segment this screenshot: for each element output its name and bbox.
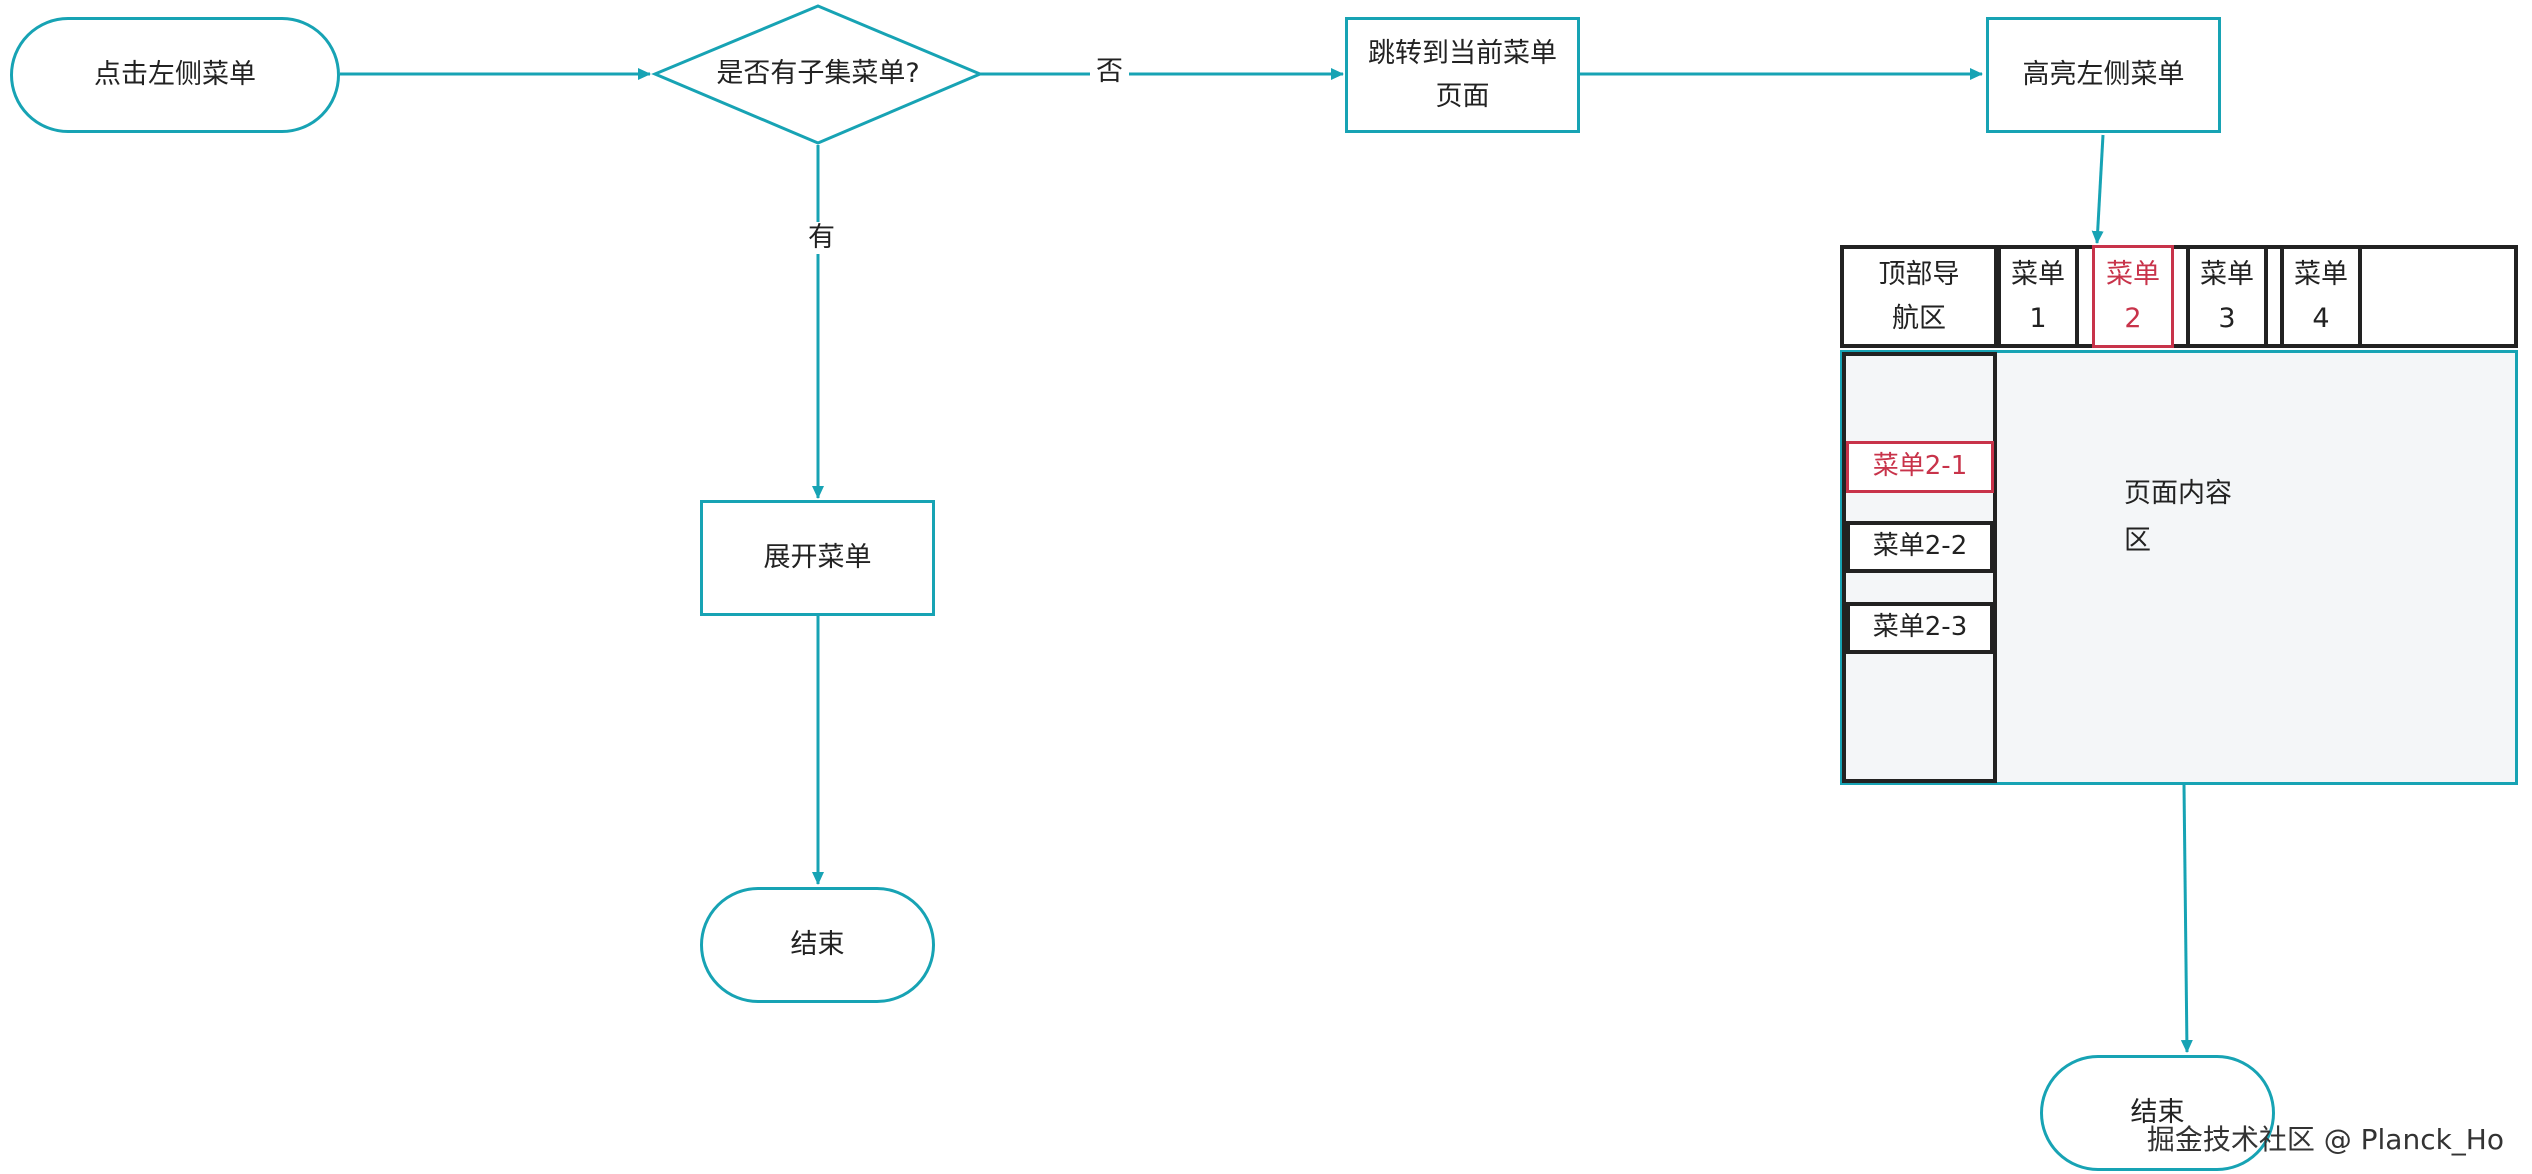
- end-terminal-right: 结束: [2040, 1055, 2275, 1171]
- top-menu-2-label: 菜单2: [2106, 259, 2160, 334]
- end-terminal-left: 结束: [700, 887, 935, 1003]
- top-nav-label: 顶部导航区: [1878, 259, 1960, 334]
- arrow-highlight-to-mock: [2091, 134, 2105, 244]
- edge-label-no: 否: [1090, 56, 1129, 89]
- highlight-label: 高亮左侧菜单: [2022, 59, 2185, 91]
- arrow-mock-to-end: [2180, 784, 2193, 1053]
- jump-page-node: 跳转到当前菜单页面: [1345, 17, 1580, 133]
- end-label-right: 结束: [2130, 1097, 2185, 1129]
- side-item-2-label: 菜单2-2: [1872, 531, 1968, 562]
- side-item-3-label: 菜单2-3: [1872, 612, 1968, 643]
- top-menu-1[interactable]: 菜单1: [1997, 245, 2079, 348]
- jump-page-label: 跳转到当前菜单页面: [1368, 37, 1557, 112]
- highlight-node: 高亮左侧菜单: [1986, 17, 2221, 133]
- start-label: 点击左侧菜单: [94, 59, 256, 91]
- top-nav-area: 顶部导航区: [1840, 245, 1998, 348]
- decision-text: 是否有子集菜单?: [716, 58, 920, 90]
- expand-node: 展开菜单: [700, 500, 935, 616]
- top-menu-4-label: 菜单4: [2294, 259, 2348, 334]
- top-menu-3-label: 菜单3: [2200, 259, 2254, 334]
- side-item-2[interactable]: 菜单2-2: [1846, 521, 1994, 573]
- top-menu-4[interactable]: 菜单4: [2280, 245, 2362, 348]
- edge-label-yes: 有: [802, 222, 841, 255]
- top-menu-2-active[interactable]: 菜单2: [2092, 245, 2174, 348]
- side-item-3[interactable]: 菜单2-3: [1846, 602, 1994, 654]
- decision-diamond: [651, 4, 984, 145]
- content-area-label: 页面内容区: [2124, 470, 2244, 565]
- start-terminal: 点击左侧菜单: [10, 17, 340, 133]
- side-item-1-label: 菜单2-1: [1872, 451, 1968, 482]
- layout-mock: 顶部导航区 菜单1 菜单2 菜单3 菜单4 菜单2-1 菜单2-2 菜单2-3 …: [1840, 245, 2518, 785]
- end-label-left: 结束: [790, 929, 845, 961]
- content-area-text: 页面内容区: [2124, 478, 2232, 557]
- expand-label: 展开菜单: [763, 542, 872, 574]
- side-item-1-active[interactable]: 菜单2-1: [1846, 441, 1994, 493]
- watermark: 掘金技术社区 @ Planck_Ho: [2146, 1123, 2504, 1156]
- decision-label: 是否有子集菜单?: [670, 44, 966, 104]
- top-menu-3[interactable]: 菜单3: [2186, 245, 2268, 348]
- top-menu-1-label: 菜单1: [2011, 259, 2065, 334]
